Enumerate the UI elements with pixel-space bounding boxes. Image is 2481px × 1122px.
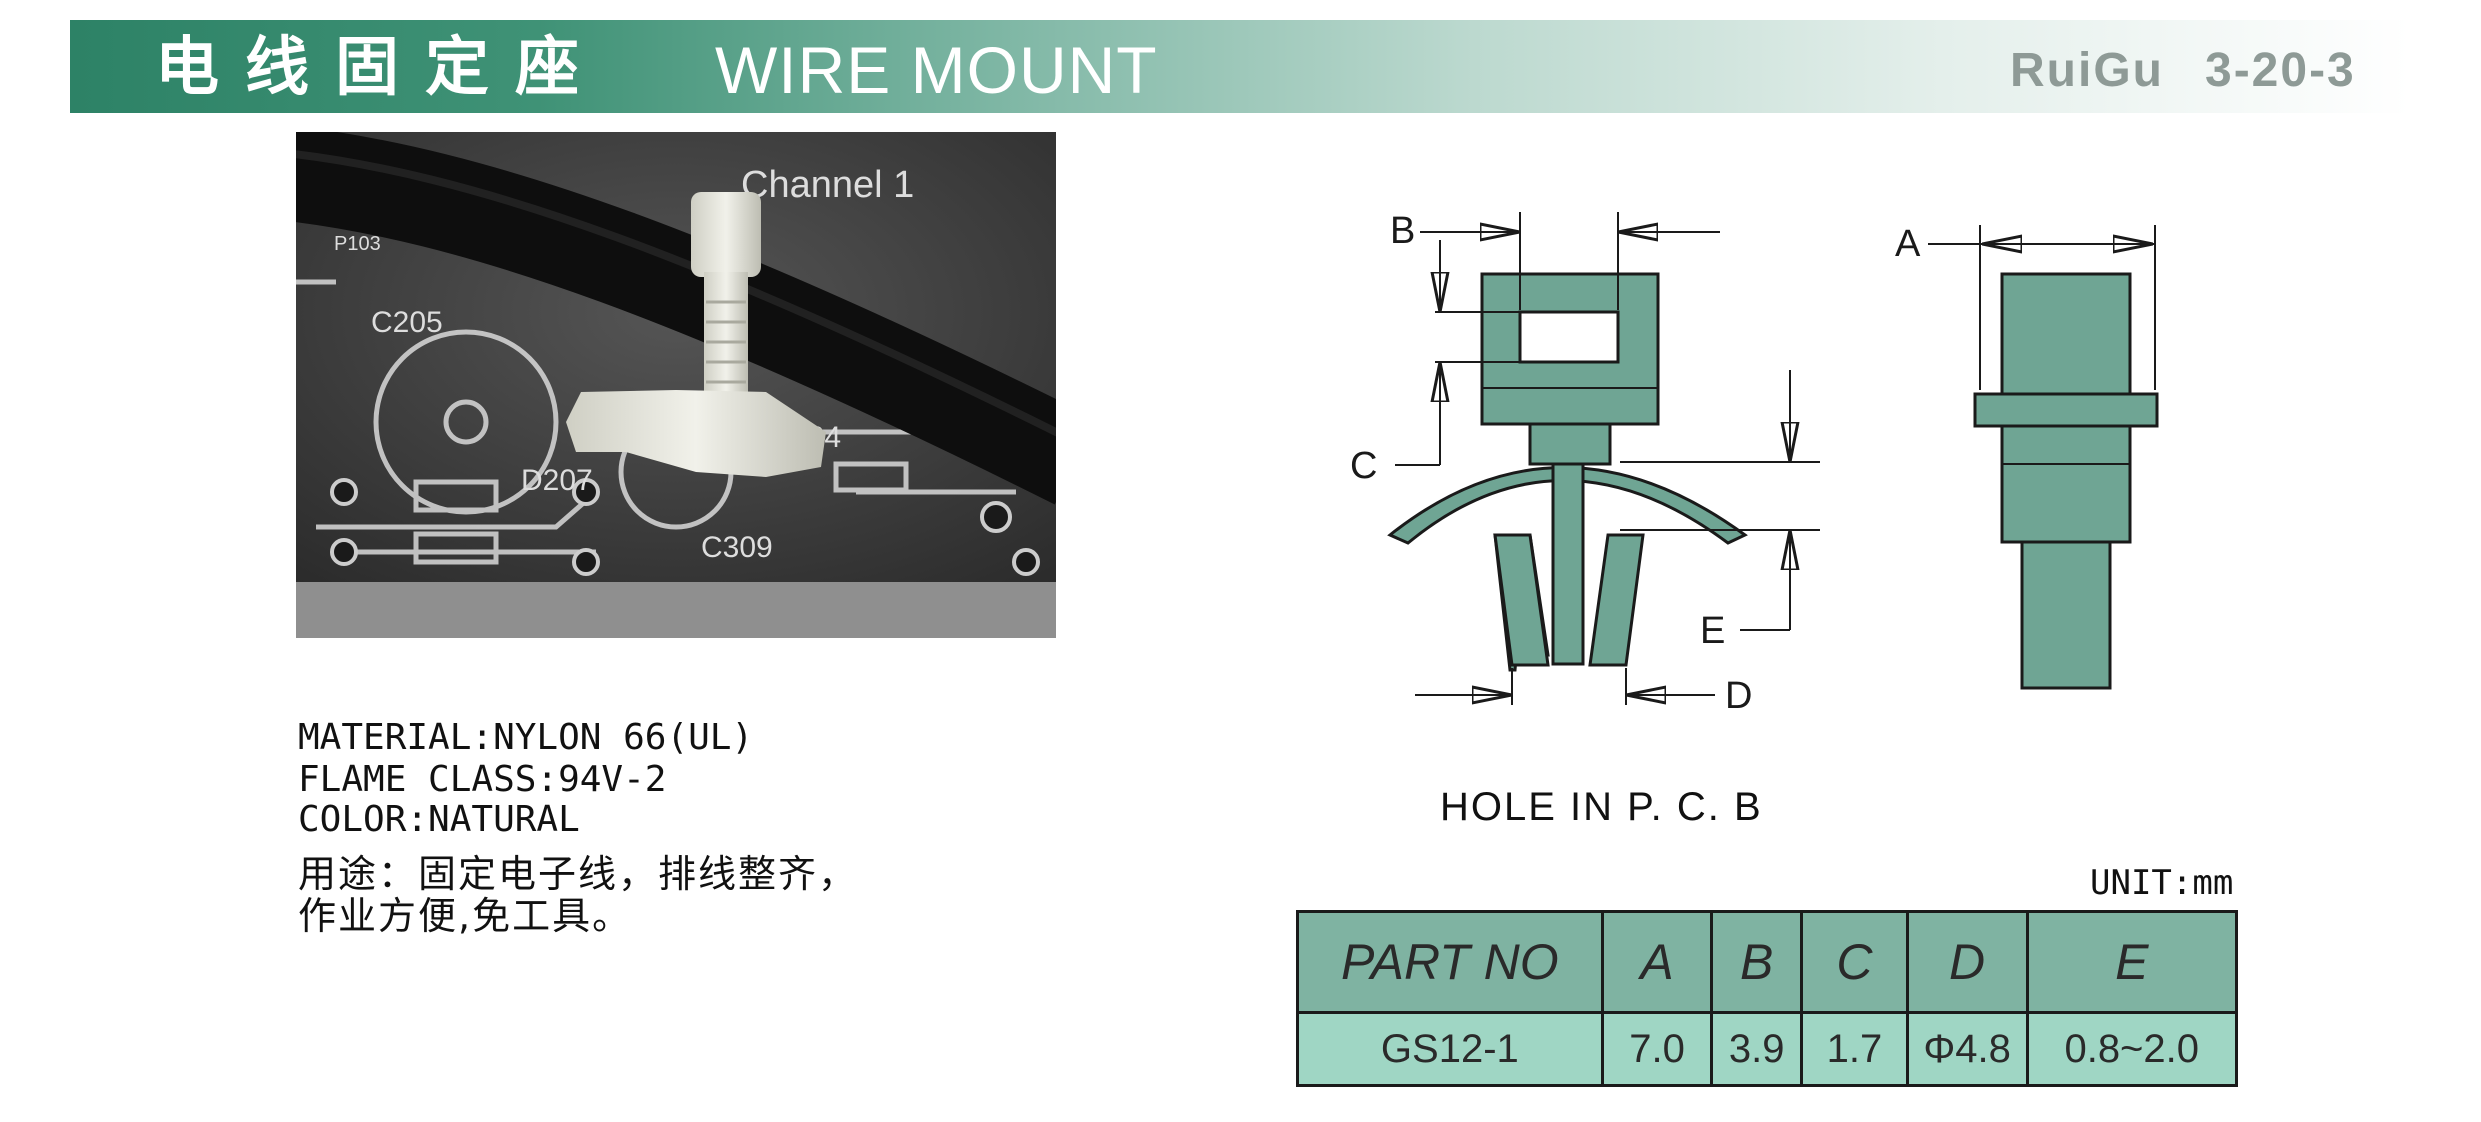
title-english: WIRE MOUNT	[715, 33, 1158, 107]
spec-material: MATERIAL:NYLON 66(UL)	[298, 717, 754, 758]
page-code: 3-20-3	[2205, 44, 2356, 97]
pcb-label-channel: Channel 1	[741, 164, 914, 206]
col-header-part-no: PART NO	[1296, 910, 1604, 1014]
col-header-a: A	[1600, 910, 1714, 1014]
col-header-e: E	[2025, 910, 2238, 1014]
dim-label-e: E	[1700, 610, 1725, 652]
col-header-d: D	[1905, 910, 2029, 1014]
pcb-label-c309: C309	[701, 531, 773, 564]
cell-part-no: GS12-1	[1296, 1011, 1604, 1087]
pcb-label-c205: C205	[371, 306, 443, 339]
pcb-label-d207: D207	[521, 464, 593, 497]
cell-a: 7.0	[1600, 1011, 1714, 1087]
pcb-label-p103: P103	[334, 233, 381, 255]
dim-label-d: D	[1725, 675, 1752, 717]
spec-usage-line1: 用途：固定电子线，排线整齐，	[298, 852, 859, 896]
cell-e: 0.8~2.0	[2025, 1011, 2238, 1087]
product-photo: Channel 1 C205 D207 C309 R64 P103 U1	[296, 132, 1056, 638]
title-chinese: 电线固定座	[155, 31, 605, 105]
cell-b: 3.9	[1710, 1011, 1804, 1087]
spec-flame-class: FLAME CLASS:94V-2	[298, 759, 667, 800]
header-banner	[70, 20, 2410, 113]
cell-d: Φ4.8	[1905, 1011, 2029, 1087]
hole-caption: HOLE IN P. C. B	[1440, 785, 1763, 829]
table-header-row: PART NO A B C D E	[1296, 910, 2238, 1014]
dim-label-a: A	[1895, 223, 1921, 265]
side-view: A	[1895, 223, 2159, 690]
col-header-b: B	[1710, 910, 1804, 1014]
spec-color: COLOR:NATURAL	[298, 799, 580, 840]
product-photo-illustration: Channel 1 C205 D207 C309 R64 P103 U1	[296, 132, 1056, 638]
table-row: GS12-1 7.0 3.9 1.7 Φ4.8 0.8~2.0	[1296, 1011, 2238, 1087]
col-header-c: C	[1800, 910, 1909, 1014]
cell-c: 1.7	[1800, 1011, 1909, 1087]
spec-table: PART NO A B C D E GS12-1 7.0 3.9 1.7 Φ4.…	[1296, 910, 2238, 1087]
front-view: B C E D	[1350, 210, 1820, 717]
brand-name: RuiGu	[2010, 44, 2164, 97]
dim-label-b: B	[1390, 210, 1415, 252]
unit-label: UNIT:mm	[2090, 863, 2234, 903]
dim-label-c: C	[1350, 445, 1377, 487]
spec-usage-line2: 作业方便,免工具。	[298, 894, 633, 938]
